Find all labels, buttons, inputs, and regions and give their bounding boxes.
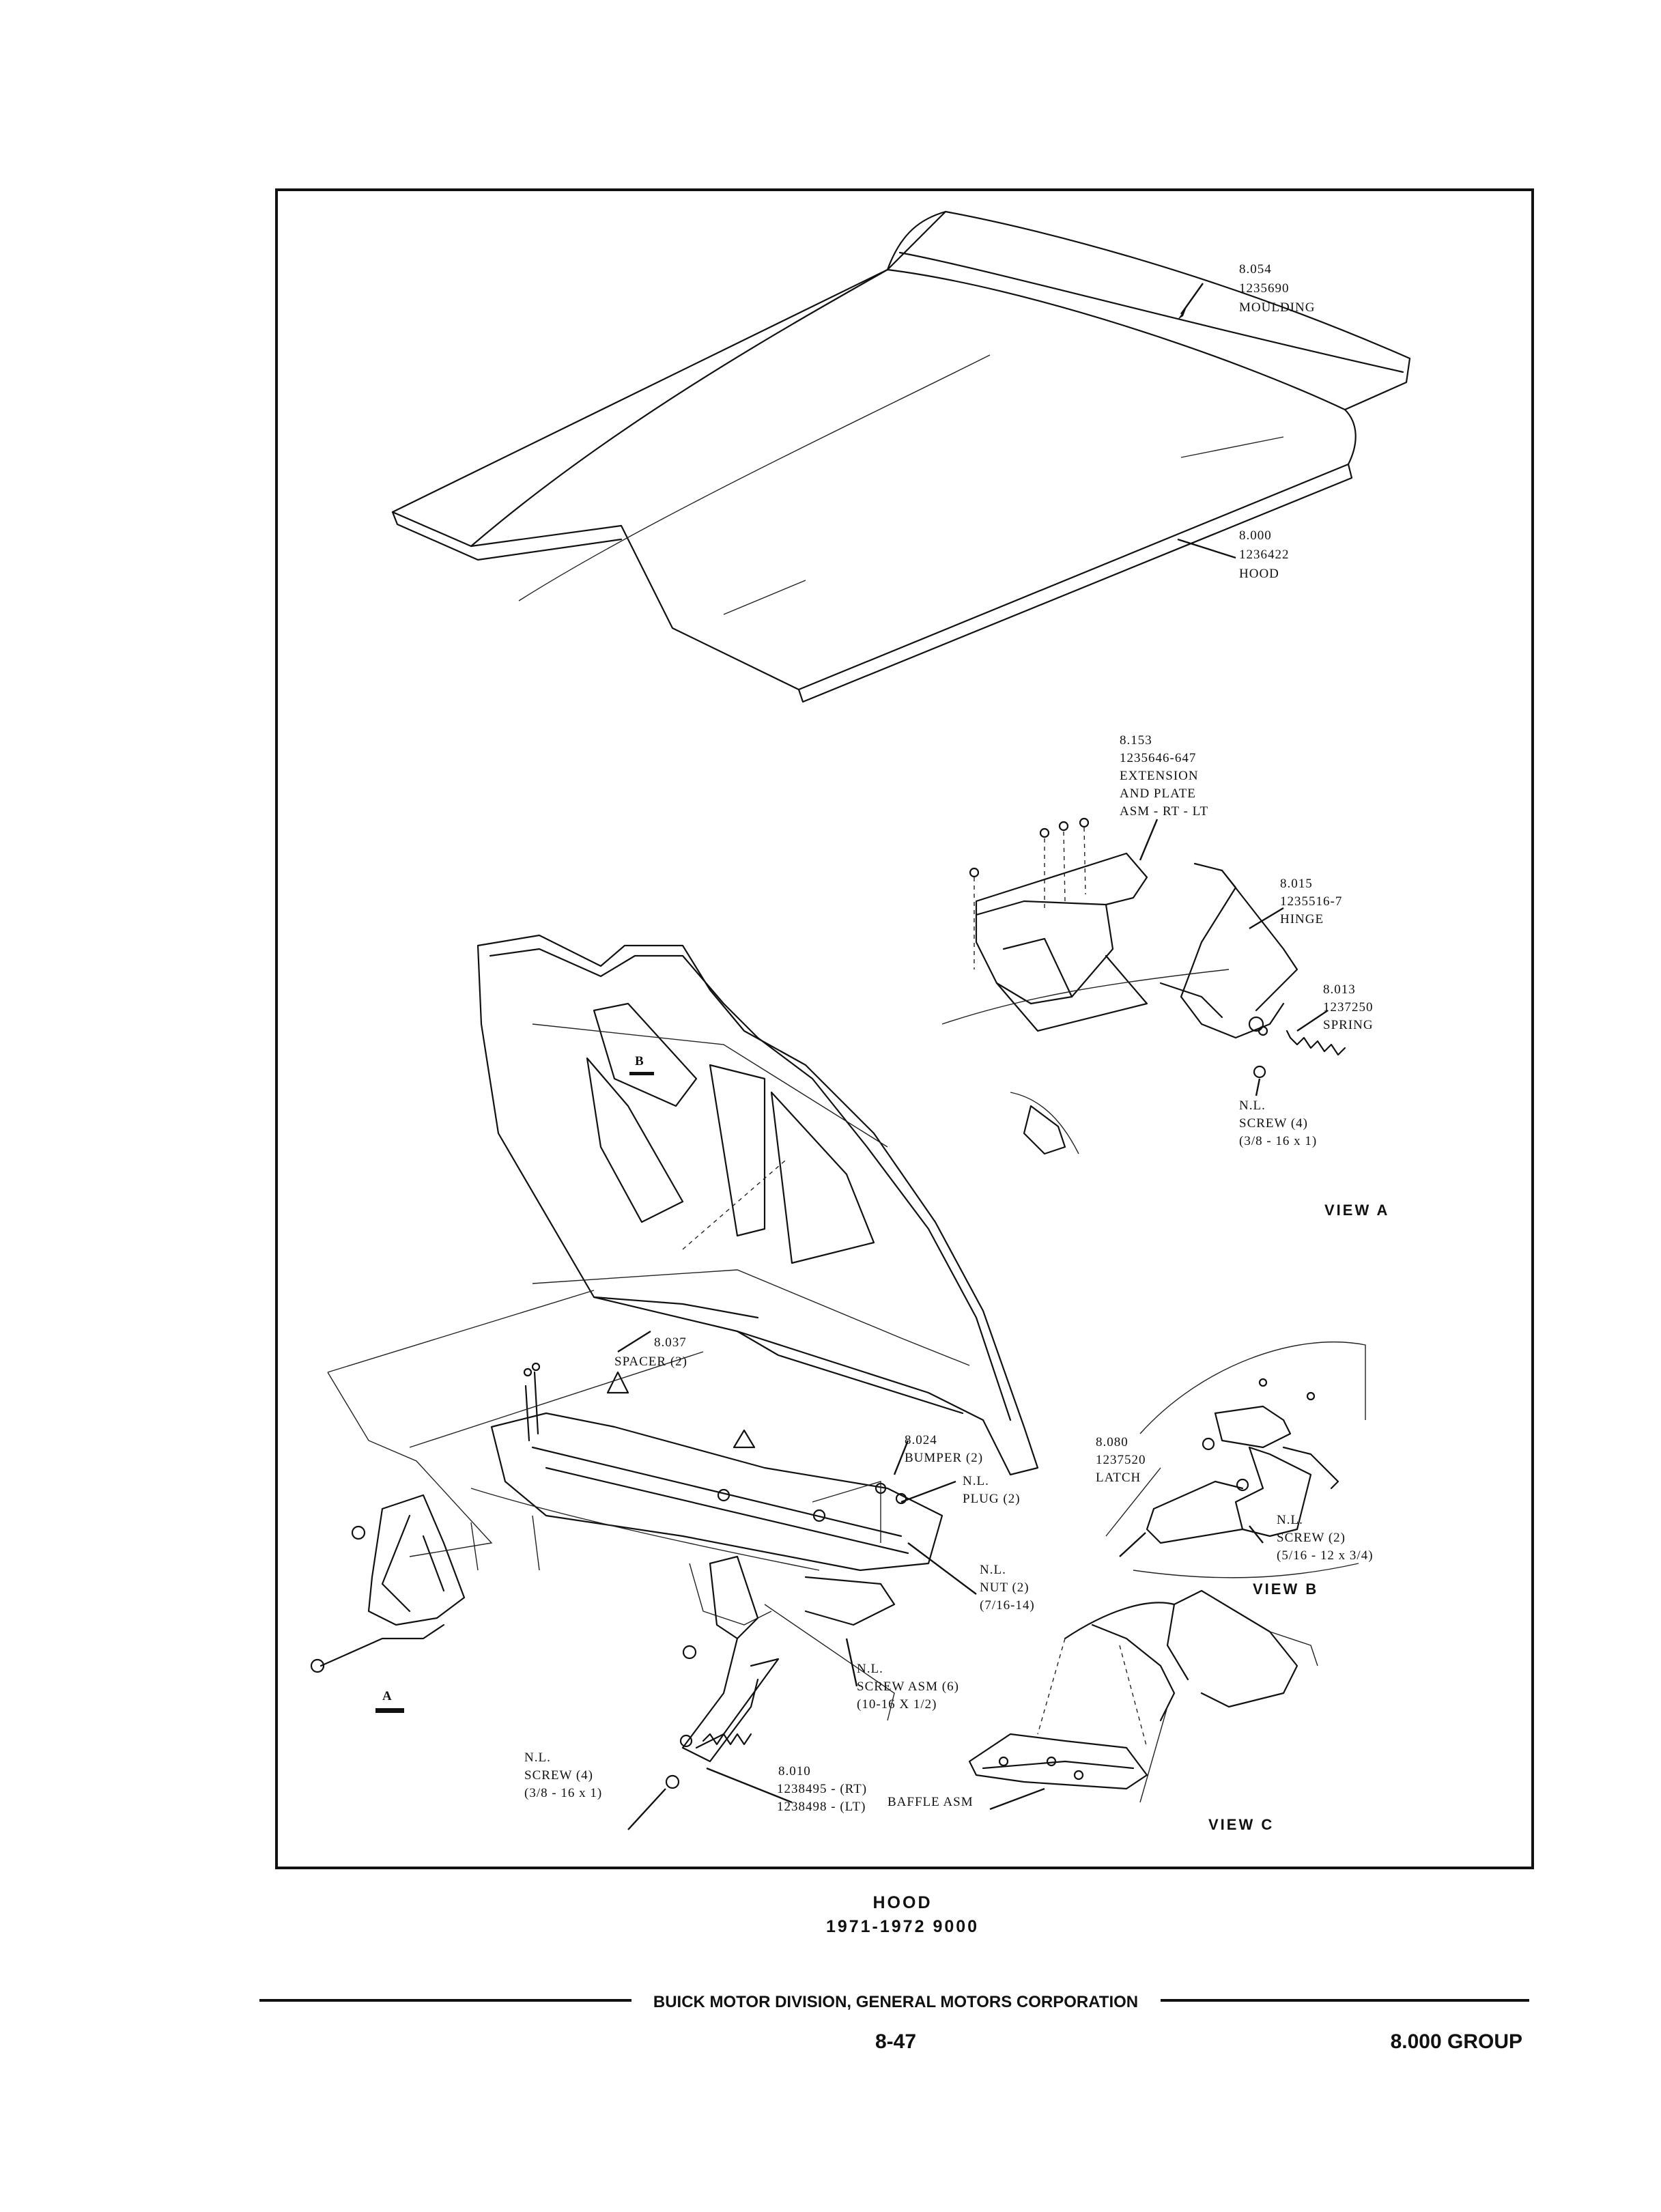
svg-text:SPRING: SPRING [1323, 1018, 1374, 1032]
hinge-asm-label: 8.010 1238495 - (RT) 1238498 - (LT) [777, 1764, 867, 1814]
svg-text:SCREW (4): SCREW (4) [1239, 1116, 1308, 1131]
svg-text:SCREW ASM (6): SCREW ASM (6) [857, 1679, 959, 1694]
corporation-name: BUICK MOTOR DIVISION, GENERAL MOTORS COR… [653, 1993, 1138, 2011]
view-a-illustration [941, 817, 1346, 1155]
plug-label: N.L. PLUG (2) [963, 1474, 1021, 1506]
figure-title: HOOD [873, 1893, 933, 1912]
svg-text:8.000: 8.000 [1239, 528, 1272, 543]
svg-text:N.L.: N.L. [524, 1750, 551, 1765]
nut-label: N.L. NUT (2) (7/16-14) [980, 1563, 1035, 1613]
svg-text:8.010: 8.010 [778, 1764, 811, 1778]
spring-label: 8.013 1237250 SPRING [1323, 982, 1374, 1032]
bumper-label: 8.024 BUMPER (2) [905, 1433, 983, 1465]
main-screw-label: N.L. SCREW (4) (3/8 - 16 x 1) [524, 1750, 602, 1800]
svg-text:A: A [382, 1689, 393, 1703]
view-b-marker: B [629, 1054, 654, 1075]
svg-text:8.013: 8.013 [1323, 982, 1356, 997]
svg-text:NUT (2): NUT (2) [980, 1580, 1030, 1595]
hood-label: 8.000 1236422 HOOD [1239, 528, 1290, 581]
svg-text:N.L.: N.L. [980, 1563, 1006, 1577]
moulding-label: 8.054 1235690 MOULDING [1239, 262, 1315, 315]
view-a-screw-label: N.L. SCREW (4) (3/8 - 16 x 1) [1239, 1098, 1317, 1148]
svg-text:1237520: 1237520 [1096, 1453, 1146, 1467]
svg-text:1235516-7: 1235516-7 [1280, 894, 1342, 909]
svg-text:MOULDING: MOULDING [1239, 300, 1315, 315]
svg-text:8.080: 8.080 [1096, 1435, 1128, 1449]
hood-illustration [391, 210, 1411, 703]
svg-text:1237250: 1237250 [1323, 1000, 1374, 1015]
svg-text:SCREW (4): SCREW (4) [524, 1768, 593, 1783]
svg-text:N.L.: N.L. [1277, 1513, 1303, 1527]
diagram-border [275, 188, 1534, 1869]
svg-text:8.153: 8.153 [1120, 733, 1152, 748]
svg-text:PLUG (2): PLUG (2) [963, 1492, 1021, 1506]
view-connection-lines [327, 1160, 895, 1721]
svg-text:(7/16-14): (7/16-14) [980, 1598, 1035, 1613]
figure-subtitle: 1971-1972 9000 [826, 1917, 979, 1936]
svg-text:N.L.: N.L. [963, 1474, 989, 1488]
extension-plate-label: 8.153 1235646-647 EXTENSION AND PLATE AS… [1120, 733, 1208, 819]
lower-hinge-illustration [665, 1555, 780, 1789]
spacer-label: 8.037 SPACER (2) [614, 1335, 687, 1369]
svg-text:8.054: 8.054 [1239, 262, 1272, 276]
svg-text:ASM - RT - LT: ASM - RT - LT [1120, 804, 1208, 819]
svg-text:HOOD: HOOD [1239, 567, 1279, 581]
svg-text:N.L.: N.L. [857, 1662, 883, 1676]
view-c-illustration [968, 1589, 1318, 1803]
svg-text:8.037: 8.037 [654, 1335, 687, 1350]
svg-text:N.L.: N.L. [1239, 1098, 1266, 1113]
svg-text:1235646-647: 1235646-647 [1120, 751, 1196, 765]
svg-text:(5/16 - 12 x 3/4): (5/16 - 12 x 3/4) [1277, 1548, 1374, 1563]
svg-text:LATCH: LATCH [1096, 1471, 1141, 1485]
svg-text:1238495 - (RT): 1238495 - (RT) [777, 1782, 867, 1796]
svg-text:SCREW (2): SCREW (2) [1277, 1531, 1346, 1545]
svg-text:8.015: 8.015 [1280, 877, 1313, 891]
svg-text:AND PLATE: AND PLATE [1120, 786, 1196, 801]
left-hinge-illustration [310, 1494, 466, 1673]
page-number: 8-47 [875, 2030, 916, 2053]
view-c-title: VIEW C [1208, 1816, 1274, 1833]
svg-text:1238498 - (LT): 1238498 - (LT) [777, 1800, 866, 1814]
view-a-marker: A [375, 1689, 404, 1713]
svg-text:1236422: 1236422 [1239, 548, 1290, 562]
view-b-title: VIEW B [1253, 1580, 1318, 1598]
svg-text:1235690: 1235690 [1239, 281, 1290, 296]
leader-lines [617, 283, 1329, 1830]
svg-text:BUMPER (2): BUMPER (2) [905, 1451, 983, 1465]
svg-text:8.024: 8.024 [905, 1433, 937, 1447]
svg-text:(3/8 - 16 x 1): (3/8 - 16 x 1) [1239, 1134, 1317, 1148]
hinge-label: 8.015 1235516-7 HINGE [1280, 877, 1342, 926]
view-b-screw-label: N.L. SCREW (2) (5/16 - 12 x 3/4) [1277, 1513, 1374, 1563]
view-b-illustration [1105, 1341, 1366, 1578]
front-panel-illustration [470, 1362, 943, 1626]
baffle-asm-label: BAFFLE ASM [888, 1795, 974, 1809]
raised-hood-illustration [477, 934, 1039, 1476]
group-number: 8.000 GROUP [1391, 2030, 1522, 2053]
svg-text:B: B [635, 1054, 644, 1068]
svg-text:SPACER (2): SPACER (2) [614, 1355, 687, 1369]
view-a-title: VIEW A [1324, 1202, 1389, 1219]
latch-label: 8.080 1237520 LATCH [1096, 1435, 1146, 1485]
svg-text:HINGE: HINGE [1280, 912, 1324, 926]
svg-text:(10-16 X 1/2): (10-16 X 1/2) [857, 1697, 937, 1712]
svg-text:(3/8 - 16 x 1): (3/8 - 16 x 1) [524, 1786, 602, 1800]
svg-text:EXTENSION: EXTENSION [1120, 769, 1199, 783]
screw-asm-label: N.L. SCREW ASM (6) (10-16 X 1/2) [857, 1662, 959, 1712]
